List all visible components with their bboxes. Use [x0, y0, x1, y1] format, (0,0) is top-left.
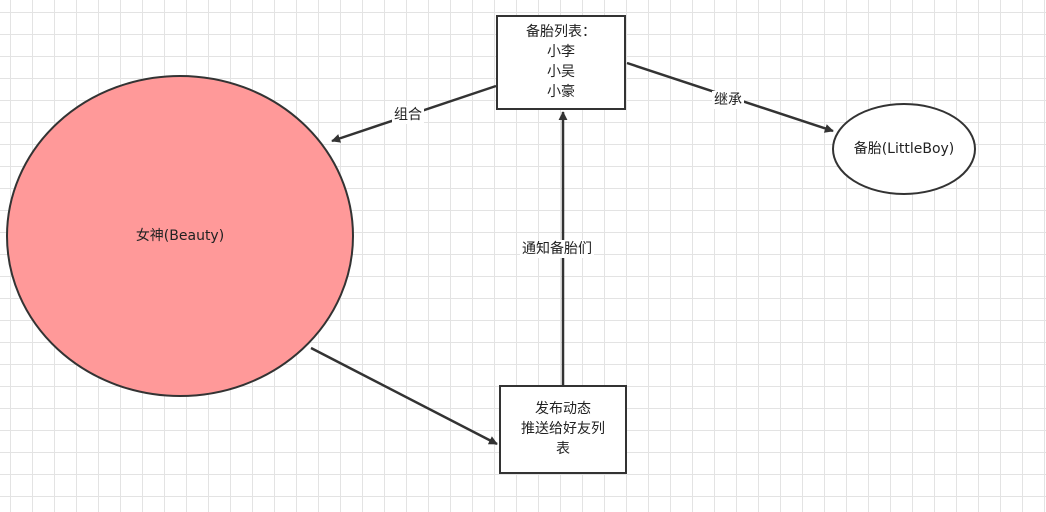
- publish-node-label: 发布动态 推送给好友列 表: [500, 399, 626, 459]
- compose-edge-label: 组合: [392, 106, 424, 124]
- backup-list-node-shape[interactable]: [496, 15, 626, 110]
- notify-edge-label: 通知备胎们: [520, 240, 594, 258]
- littleboy-node-shape[interactable]: [832, 103, 976, 195]
- publish-line: 表: [556, 441, 570, 457]
- publish-line: 推送给好友列: [521, 421, 605, 437]
- publish-edge[interactable]: [310, 346, 498, 446]
- beauty-node-label: 女神(Beauty): [135, 228, 225, 244]
- backup-list-title: 备胎列表：: [526, 24, 596, 40]
- inherit-edge-label: 继承: [712, 91, 744, 109]
- publish-node-shape[interactable]: [499, 385, 627, 474]
- backup-list-item: 小李: [547, 44, 575, 60]
- backup-list-item: 小吴: [547, 64, 575, 80]
- publish-line: 发布动态: [535, 401, 591, 417]
- backup-list-node-label: 备胎列表： 小李 小吴 小豪: [497, 22, 625, 102]
- beauty-node-shape[interactable]: [6, 75, 354, 397]
- littleboy-node-label: 备胎(LittleBoy): [853, 141, 955, 157]
- backup-list-item: 小豪: [547, 84, 575, 100]
